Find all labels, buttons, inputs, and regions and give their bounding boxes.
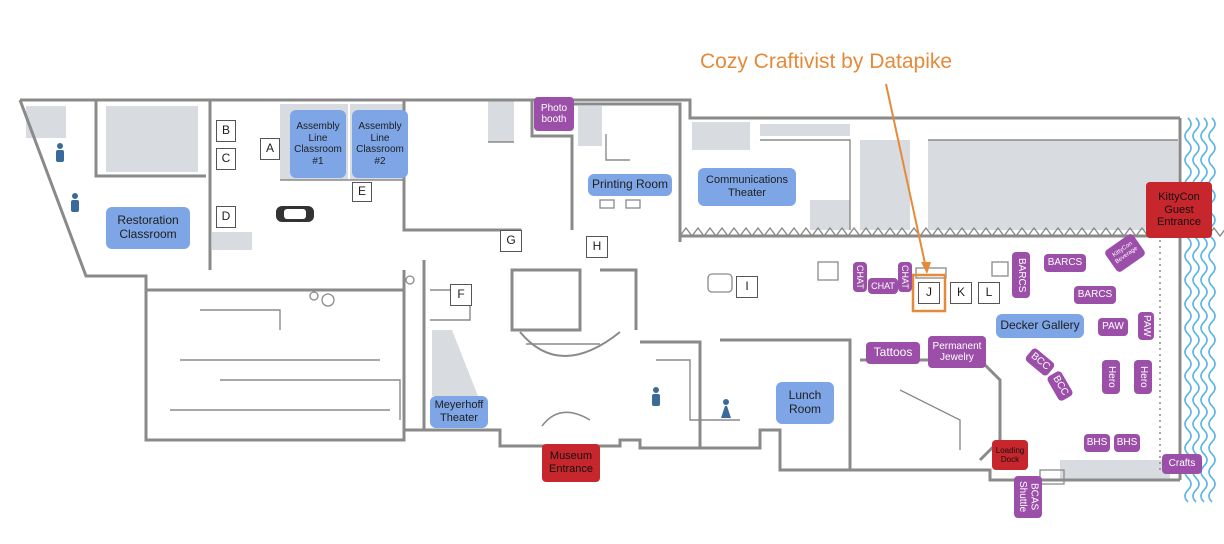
booth-i[interactable]: I xyxy=(736,276,758,298)
loading-dock[interactable]: Loading Dock xyxy=(992,440,1028,470)
booth-g[interactable]: G xyxy=(500,230,522,252)
water-edge xyxy=(1184,117,1216,503)
room-restoration-classroom[interactable]: Restoration Classroom xyxy=(106,207,190,249)
map-title: Cozy Craftivist by Datapike xyxy=(700,50,953,73)
room-communications-theater[interactable]: Communications Theater xyxy=(698,168,796,206)
booth-f[interactable]: F xyxy=(450,284,472,306)
room-assembly-line-1[interactable]: Assembly Line Classroom #1 xyxy=(290,110,346,178)
vendor-bhs-2[interactable]: BHS xyxy=(1114,434,1140,452)
vendor-bhs-1[interactable]: BHS xyxy=(1084,434,1110,452)
booth-k[interactable]: K xyxy=(950,282,972,304)
booth-h[interactable]: H xyxy=(586,236,608,258)
interior-walls xyxy=(96,134,1178,450)
booth-j[interactable]: J xyxy=(918,282,940,304)
stage-arc xyxy=(519,331,621,357)
booth-b[interactable]: B xyxy=(216,120,236,142)
vendor-crafts[interactable]: Crafts xyxy=(1162,454,1202,474)
vendor-barcs-1[interactable]: BARCS xyxy=(1012,252,1030,298)
booth-e[interactable]: E xyxy=(352,182,372,202)
vendor-chat-1[interactable]: CHAT xyxy=(853,262,867,292)
booth-l[interactable]: L xyxy=(978,282,1000,304)
vendor-permanent-jewelry[interactable]: Permanent Jewelry xyxy=(928,336,986,368)
vendor-barcs-2[interactable]: BARCS xyxy=(1044,254,1086,272)
vendor-hero-1[interactable]: Hero xyxy=(1102,360,1120,394)
kittycon-guest-entrance[interactable]: KittyCon Guest Entrance xyxy=(1146,182,1212,238)
booth-d[interactable]: D xyxy=(216,206,236,228)
vendor-bcas-shuttle[interactable]: BCAS Shuttle xyxy=(1014,476,1042,518)
vendor-chat-3[interactable]: CHAT xyxy=(898,262,912,292)
vendor-tattoos[interactable]: Tattoos xyxy=(866,342,920,364)
arch-curve xyxy=(541,411,591,427)
vendor-paw-1[interactable]: PAW xyxy=(1098,318,1128,336)
room-assembly-line-2[interactable]: Assembly Line Classroom #2 xyxy=(352,110,408,178)
room-decker-gallery[interactable]: Decker Gallery xyxy=(996,314,1084,338)
room-lunch[interactable]: Lunch Room xyxy=(776,382,834,424)
museum-entrance[interactable]: Museum Entrance xyxy=(542,444,600,482)
vendor-paw-2[interactable]: PAW xyxy=(1138,312,1154,340)
highlight-arrow xyxy=(885,83,927,269)
arrow-head xyxy=(921,262,931,274)
restroom-icon xyxy=(56,143,731,418)
vendor-barcs-3[interactable]: BARCS xyxy=(1074,286,1116,304)
booth-c[interactable]: C xyxy=(216,148,236,170)
room-meyerhoff-theater[interactable]: Meyerhoff Theater xyxy=(430,396,488,428)
booth-a[interactable]: A xyxy=(260,138,280,160)
car-icon xyxy=(276,206,314,222)
room-printing[interactable]: Printing Room xyxy=(588,174,672,196)
walls xyxy=(18,98,1182,482)
vendor-hero-2[interactable]: Hero xyxy=(1134,360,1152,394)
vendor-chat-2[interactable]: CHAT xyxy=(868,278,898,294)
partition-zigzag xyxy=(679,226,1224,238)
vendor-photo-booth[interactable]: Photo booth xyxy=(534,97,574,131)
highlight-box xyxy=(911,273,947,313)
